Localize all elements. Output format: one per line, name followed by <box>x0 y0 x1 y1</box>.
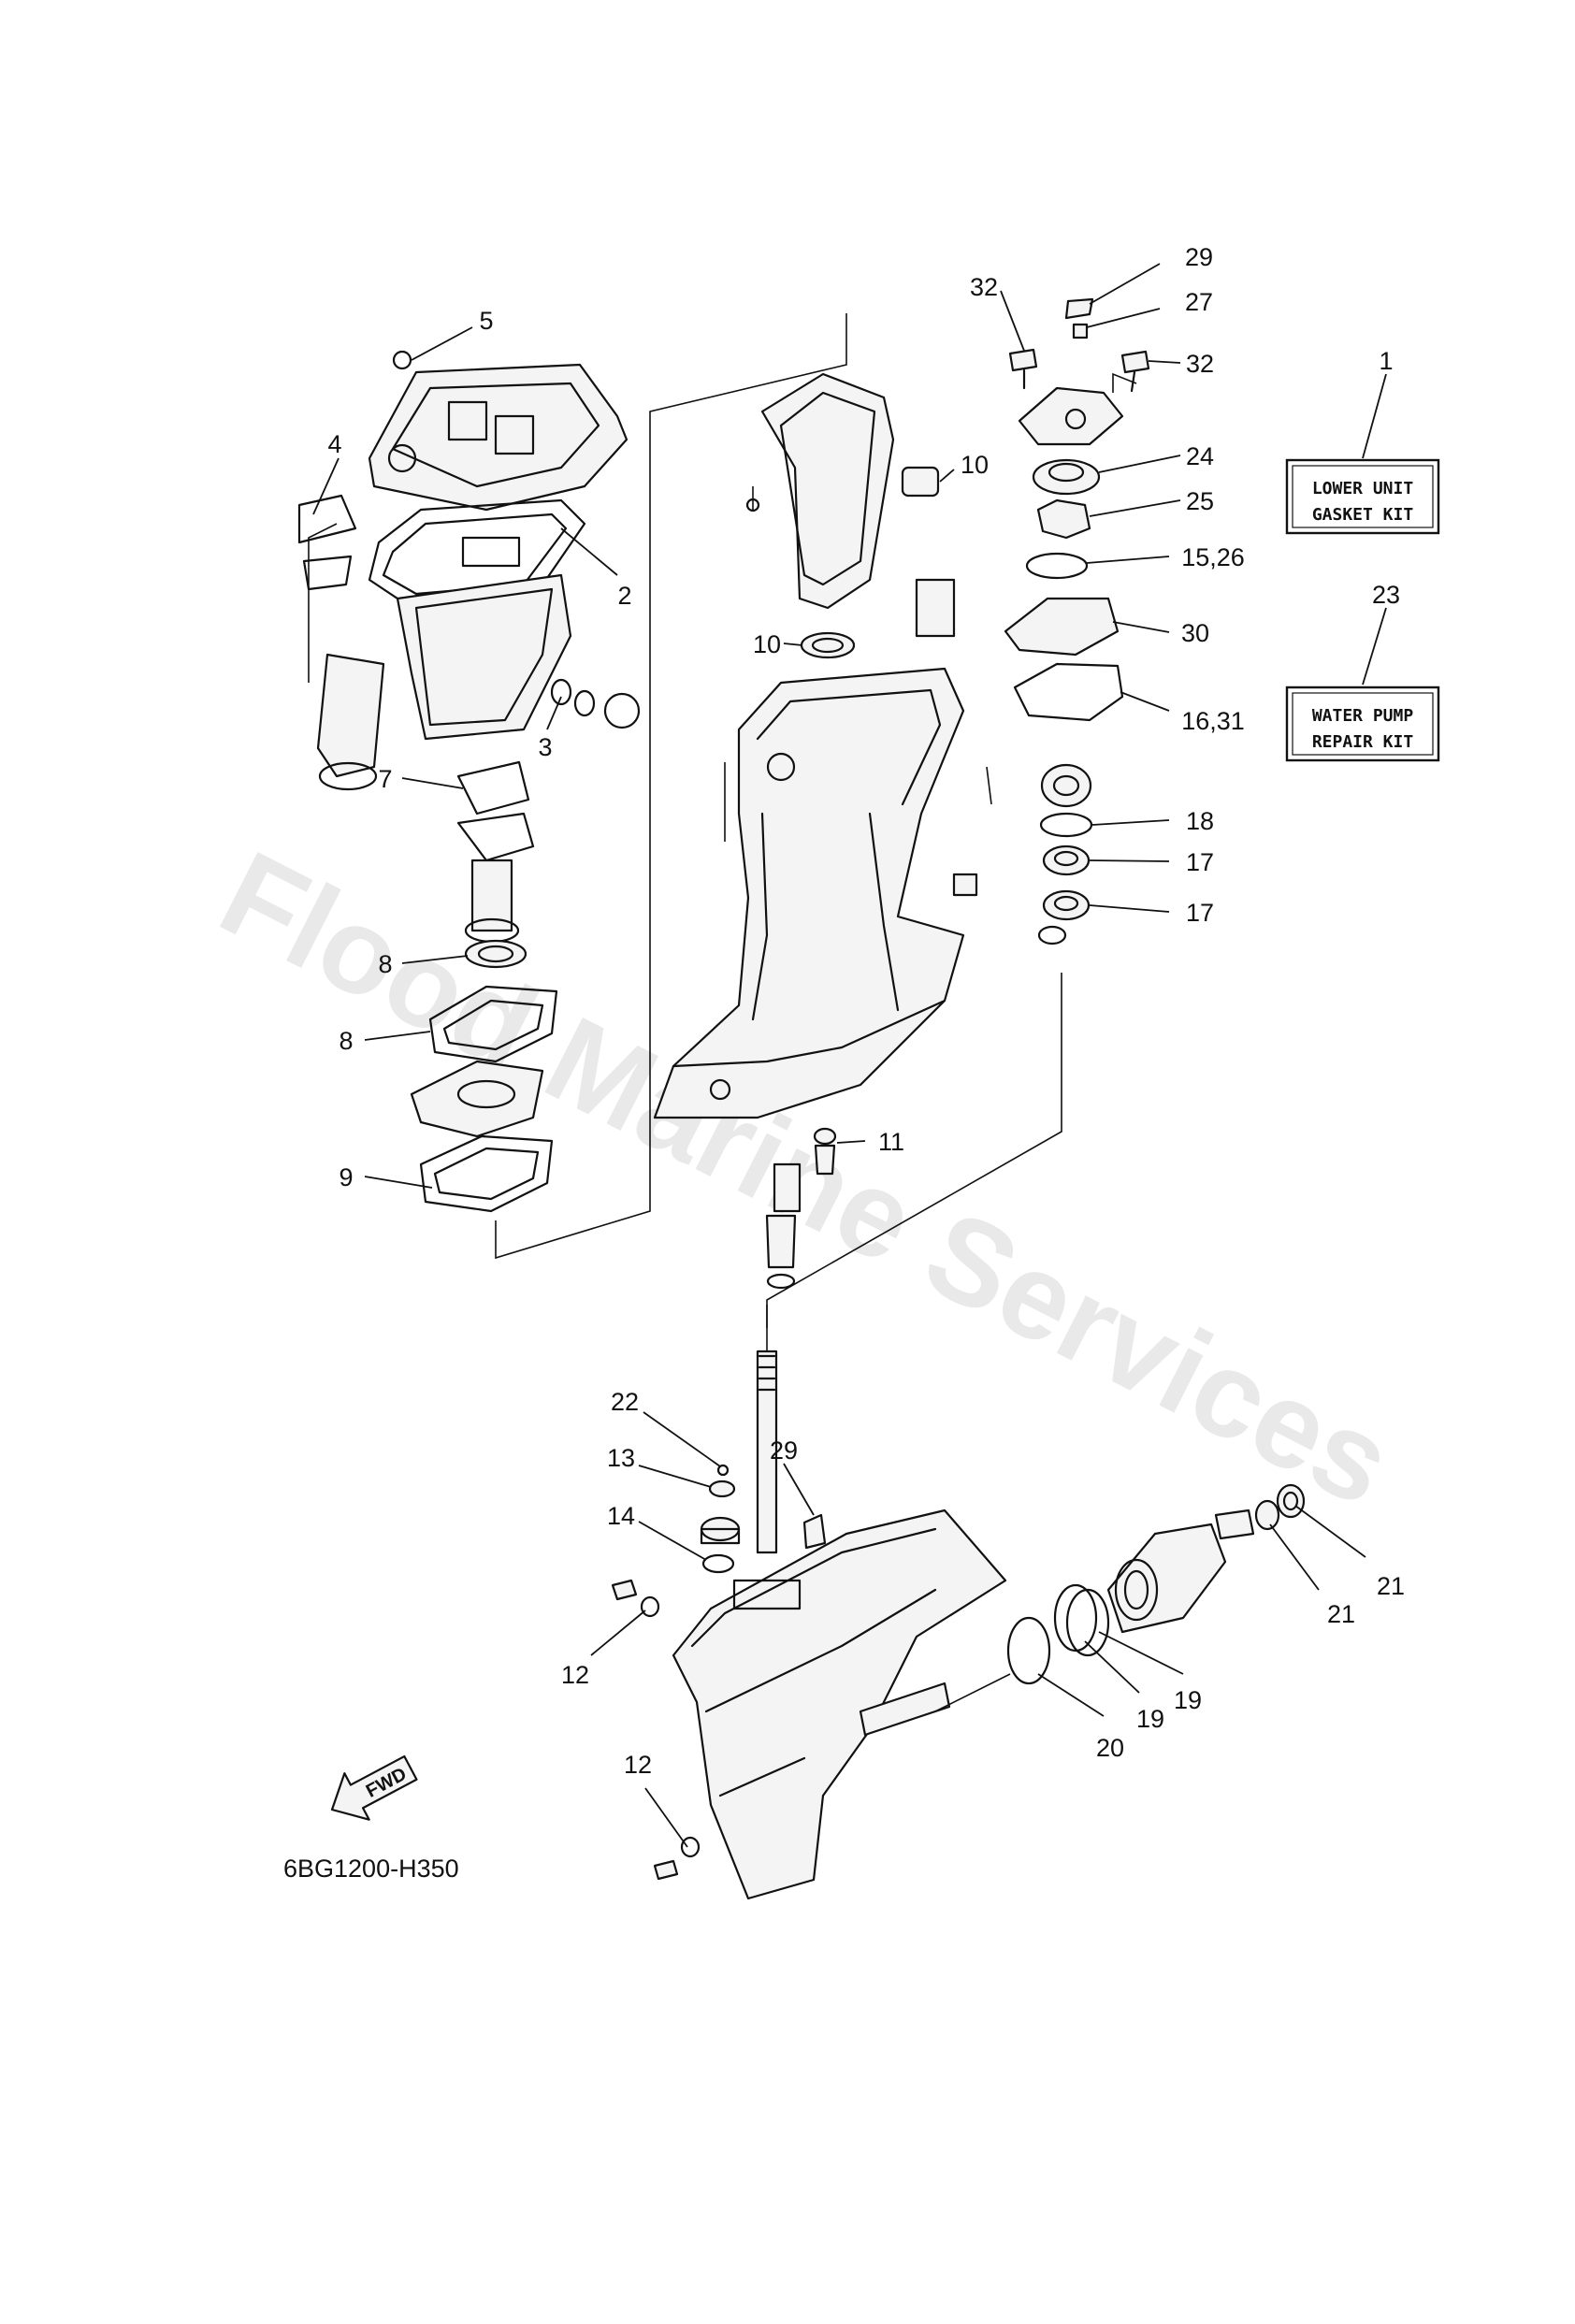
callout-24: 24 <box>1186 442 1214 470</box>
callouts: 5 4 2 3 7 8 8 9 10 10 11 12 12 22 13 14 <box>312 243 1405 1848</box>
bolt-32-right <box>1120 350 1150 374</box>
callout-32-right: 32 <box>1186 350 1214 378</box>
callout-21-left: 21 <box>1327 1600 1355 1628</box>
lower-unit-assembly <box>611 1305 1306 1900</box>
bracket <box>915 578 956 638</box>
callout-29: 29 <box>770 1436 798 1465</box>
kit-23-line1: WATER PUMP <box>1312 706 1414 726</box>
grommet-28 <box>1064 297 1094 320</box>
callout-30: 30 <box>1181 619 1209 647</box>
callout-3: 3 <box>538 733 552 761</box>
callout-12-lower: 12 <box>624 1751 652 1779</box>
callout-19-right: 19 <box>1174 1686 1202 1714</box>
plate-30 <box>1004 597 1120 657</box>
callout-8-lower: 9 <box>339 1163 353 1191</box>
callout-14: 14 <box>607 1502 635 1530</box>
callout-16-31: 16,31 <box>1181 707 1245 735</box>
water-pump-assembly <box>1004 297 1150 945</box>
insert-24 <box>1032 458 1101 496</box>
callout-18: 18 <box>1186 807 1214 835</box>
upper-casing-assembly <box>297 350 641 1213</box>
callout-21-right: 21 <box>1377 1572 1405 1600</box>
callout-15-26: 15,26 <box>1181 543 1245 571</box>
kit-1-line2: GASKET KIT <box>1312 505 1414 525</box>
kit-lower-unit-gasket: 1 LOWER UNIT GASKET KIT <box>1285 347 1440 535</box>
key-29 <box>802 1513 827 1550</box>
collar-27 <box>1072 323 1089 339</box>
o-ring-19-a <box>1053 1583 1098 1653</box>
callout-25: 25 <box>1186 487 1214 515</box>
impeller-25 <box>1036 498 1091 540</box>
gasket-16-31 <box>1013 662 1124 722</box>
seal-21-inner <box>1254 1499 1280 1531</box>
seal-7 <box>464 939 527 969</box>
fwd-arrow-icon: FWD <box>330 1754 418 1821</box>
callout-7: 8 <box>378 950 392 978</box>
callout-8-upper: 8 <box>339 1027 353 1055</box>
o-ring-14 <box>701 1553 735 1574</box>
drive-shaft-housing-assembly <box>653 372 992 1290</box>
callout-13: 13 <box>607 1444 635 1472</box>
seal-13 <box>708 1480 736 1498</box>
prop-shaft-housing <box>1106 1523 1227 1634</box>
washer-5 <box>392 350 412 370</box>
callout-22: 22 <box>611 1388 639 1416</box>
callout-32-left: 32 <box>970 273 998 301</box>
callout-19-left: 19 <box>1136 1705 1164 1733</box>
kit-23-line2: REPAIR KIT <box>1312 732 1414 752</box>
washer-22 <box>716 1464 730 1477</box>
seal-17-top <box>1042 844 1091 876</box>
callout-1: 1 <box>1379 347 1393 375</box>
callout-17-upper: 17 <box>1186 848 1214 876</box>
bolt-32-left <box>1008 348 1038 372</box>
callout-17-lower: 17 <box>1186 899 1214 927</box>
callout-28: 29 <box>1185 243 1213 271</box>
o-ring-15-26 <box>1025 552 1089 580</box>
callout-23: 23 <box>1372 581 1400 609</box>
callout-11: 11 <box>878 1128 904 1156</box>
callout-6: 7 <box>378 765 392 793</box>
kit-1-line1: LOWER UNIT <box>1312 479 1414 498</box>
callout-5: 5 <box>479 307 493 335</box>
seal-21-outer <box>1276 1483 1306 1519</box>
callout-10: 10 <box>961 451 989 479</box>
callout-27: 27 <box>1185 288 1213 316</box>
callout-12-upper: 12 <box>561 1661 589 1689</box>
callout-4: 4 <box>327 430 341 458</box>
o-ring-20 <box>1006 1616 1051 1685</box>
callout-2: 2 <box>617 582 631 610</box>
o-ring-18 <box>1039 812 1093 838</box>
pump-housing <box>1018 386 1124 446</box>
kit-water-pump-repair: 23 WATER PUMP REPAIR KIT <box>1285 581 1440 762</box>
damper-10 <box>901 466 940 498</box>
callout-20: 20 <box>1096 1734 1124 1762</box>
callout-9: 10 <box>753 630 781 658</box>
seal-17-bottom <box>1042 889 1091 921</box>
o-ring-19-b <box>1065 1588 1110 1657</box>
diagram-code: 6BG1200-H350 <box>283 1855 459 1883</box>
